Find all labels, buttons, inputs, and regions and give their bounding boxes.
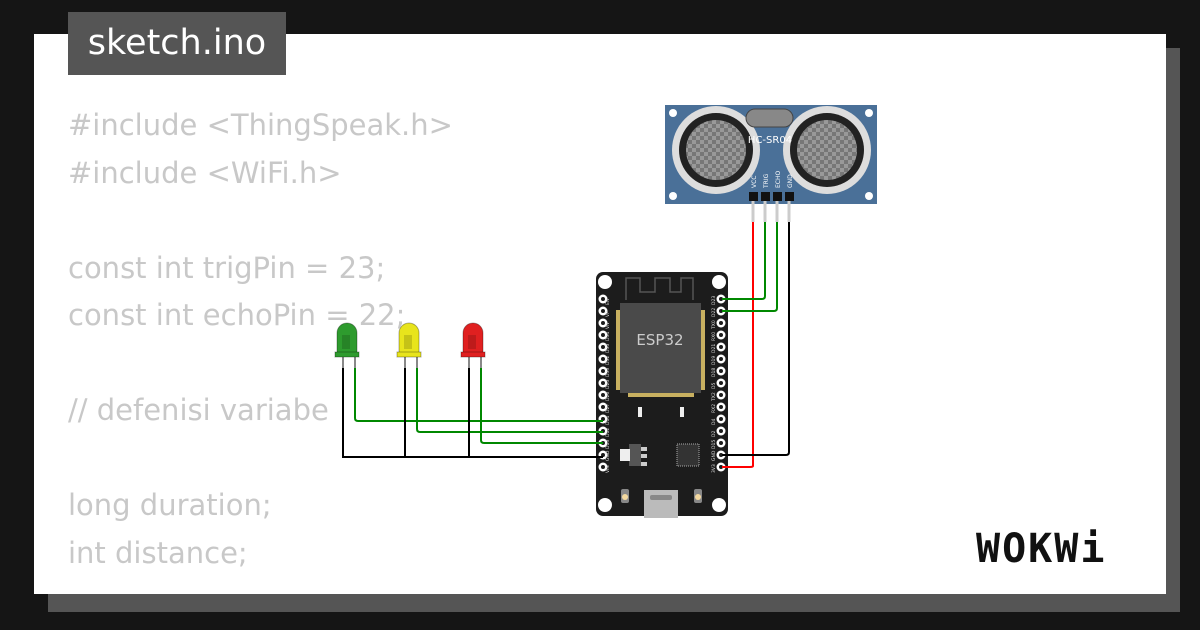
pin-hole [719,357,723,361]
pin-hole [719,393,723,397]
pin-label: D35 [605,344,611,353]
sensor-label: HC-SR04 [748,135,792,146]
pin-hole [719,321,723,325]
wires [342,222,790,468]
pin-hole [601,405,605,409]
pin-label: D26 [605,392,611,401]
pin-label: D22 [711,308,717,317]
pin-hole [601,381,605,385]
pin-label: D18 [711,368,717,377]
pin-label: GND [605,450,611,461]
pin-hole [601,465,605,469]
pin-hole [719,417,723,421]
code-line: int distance; [68,535,248,570]
pin-hole [719,381,723,385]
hc-sr04-sensor[interactable]: HC-SR04 VCC TRIG ECHO GND [665,105,877,222]
pin-label: TRIG [763,173,770,189]
wire-led-ground [342,366,603,458]
pin-hole [601,393,605,397]
pin-label: 3V3 [711,464,717,473]
pin-hole [719,441,723,445]
pin-label: D5 [711,383,717,389]
code-preview: #include <ThingSpeak.h> #include <WiFi.h>… [68,102,453,577]
pin-label: RX0 [711,332,717,341]
wire-gnd [722,222,790,456]
pin-label: D21 [711,344,717,353]
code-line: const int echoPin = 22; [68,298,406,332]
pin-label: D25 [605,380,611,389]
pin-label: GND [787,174,794,188]
pin-label: D27 [605,404,611,413]
pin-label: D33 [605,368,611,377]
pin-label: D19 [711,356,717,365]
yellow-led[interactable] [396,322,422,368]
pin-label: D14 [605,416,611,425]
pin-label: D23 [711,296,717,305]
pin-label: EN [605,299,611,305]
pin-label: D4 [711,419,717,425]
pin-hole [601,333,605,337]
pin-hole [601,369,605,373]
pin-label: VP [605,311,611,317]
pin-hole [601,357,605,361]
pin-label: D15 [711,440,717,449]
pin-label: GND [711,450,717,461]
code-line: const int trigPin = 23; [68,250,386,285]
pin-label: D12 [605,428,611,437]
pin-label: VN [605,323,611,329]
pin-hole [719,345,723,349]
pin-hole [719,429,723,433]
code-line: // defenisi variabe [68,393,329,427]
pin-hole [601,345,605,349]
pin-label: D13 [605,440,611,449]
green-led[interactable] [334,322,360,368]
pin-hole [601,309,605,313]
pin-hole [719,405,723,409]
pin-label: TX2 [711,392,717,402]
red-led[interactable] [460,322,486,368]
pin-hole [719,333,723,337]
code-line: #include <ThingSpeak.h> [68,108,453,142]
pin-label: D34 [605,332,611,341]
wire-red-led [480,366,603,444]
pin-hole [719,369,723,373]
pin-label: D2 [711,431,717,437]
wire-yellow-led [416,366,603,433]
file-tab[interactable]: sketch.ino [68,12,286,75]
wire-echo [722,222,778,312]
pin-label: D32 [605,356,611,365]
board-label: ESP32 [636,331,683,349]
pin-label: RX2 [711,404,717,413]
wire-green-led [354,366,603,422]
pin-hole [601,297,605,301]
code-line: #include <WiFi.h> [68,155,342,190]
pin-label: ECHO [775,171,782,188]
wire-trig [722,222,766,300]
pin-label: TX0 [711,320,717,330]
pin-label: VCC [751,176,758,188]
pin-label: VIN [605,465,611,473]
esp32-board[interactable]: ESP32 ENVPVND34D35D32D33D25D26D27D14D12D… [596,272,728,518]
wokwi-logo: WOKWi [976,526,1107,572]
code-line: long duration; [68,488,272,522]
wire-vcc [722,222,754,468]
pin-hole [601,321,605,325]
